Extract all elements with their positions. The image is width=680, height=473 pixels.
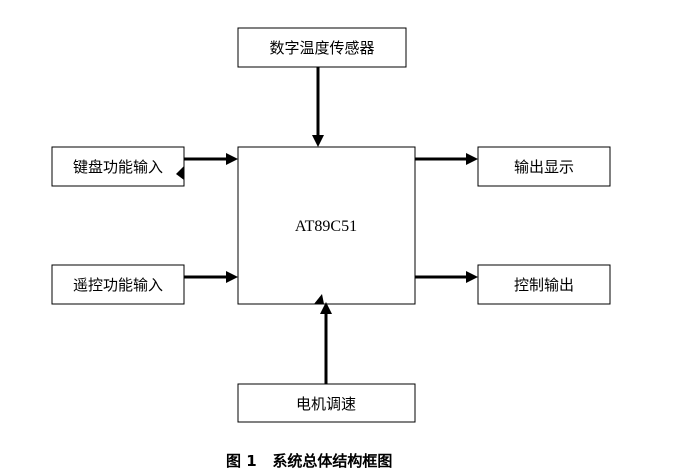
arrow-mcu-to-control [415, 271, 478, 283]
arrow-sensor-to-mcu [312, 67, 324, 147]
node-motor-speed-label: 电机调速 [296, 395, 356, 413]
node-keyboard-input: 键盘功能输入 [51, 146, 185, 187]
keyboard-feedback-tick [176, 166, 184, 180]
arrow-keyboard-to-mcu [176, 153, 238, 180]
node-remote-input-label: 遥控功能输入 [73, 276, 163, 294]
node-display-output: 输出显示 [477, 146, 611, 187]
arrow-remote-to-mcu [184, 271, 238, 283]
node-mcu: AT89C51 [237, 146, 416, 305]
motor-feedback-tick [314, 294, 324, 304]
node-keyboard-input-label: 键盘功能输入 [73, 158, 163, 176]
node-temperature-sensor: 数字温度传感器 [237, 27, 407, 68]
node-control-output-label: 控制输出 [514, 276, 574, 294]
node-motor-speed: 电机调速 [237, 383, 416, 423]
node-display-output-label: 输出显示 [514, 158, 574, 176]
arrow-mcu-to-display [415, 153, 478, 165]
arrow-motor-to-mcu [314, 294, 332, 384]
figure-caption: 图 1 系统总体结构框图 [226, 452, 392, 470]
node-control-output: 控制输出 [477, 264, 611, 305]
node-temperature-sensor-label: 数字温度传感器 [269, 39, 374, 57]
node-mcu-label: AT89C51 [295, 218, 357, 235]
node-remote-input: 遥控功能输入 [51, 264, 185, 305]
